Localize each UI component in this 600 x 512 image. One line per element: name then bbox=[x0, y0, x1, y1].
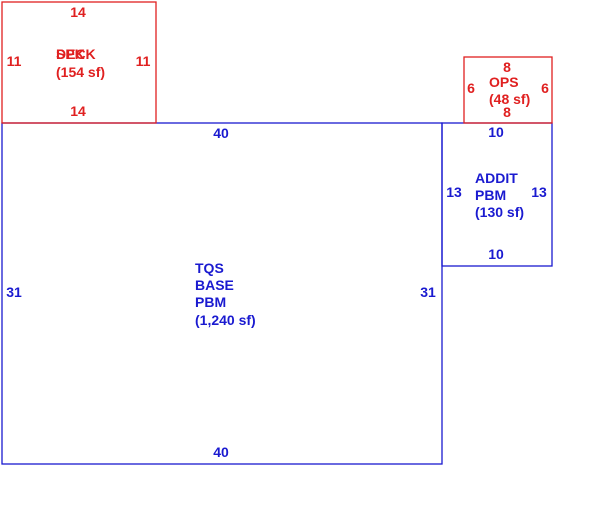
ops-area-label: (48 sf) bbox=[489, 91, 530, 107]
deck-bottom-dimension: 14 bbox=[70, 103, 86, 119]
base-bottom-dimension: 40 bbox=[213, 444, 229, 460]
addit-area-label: (130 sf) bbox=[475, 204, 524, 220]
deck-label-overlap-a: DECK bbox=[56, 46, 96, 62]
addit-label-line2: PBM bbox=[475, 187, 506, 203]
base-label-line2: BASE bbox=[195, 277, 234, 293]
ops-right-dimension: 6 bbox=[541, 80, 549, 96]
deck-label-overlap-b: SPK bbox=[56, 46, 85, 62]
base-area-label: (1,240 sf) bbox=[195, 312, 256, 328]
addit-bottom-dimension: 10 bbox=[488, 246, 504, 262]
addit-right-dimension: 13 bbox=[531, 184, 547, 200]
deck-outline bbox=[1, 1, 157, 124]
addit-top-dimension: 10 bbox=[488, 124, 504, 140]
deck-left-dimension: 11 bbox=[7, 53, 22, 69]
ops-bottom-dimension: 8 bbox=[503, 104, 511, 120]
ops-outline bbox=[463, 56, 553, 124]
ops-label: OPS bbox=[489, 74, 519, 90]
base-label-line1: TQS bbox=[195, 260, 224, 276]
addit-left-dimension: 13 bbox=[446, 184, 462, 200]
ops-left-dimension: 6 bbox=[467, 80, 475, 96]
base-top-dimension: 40 bbox=[213, 125, 229, 141]
base-area: 40 40 31 31 TQS BASE PBM (1,240 sf) bbox=[1, 122, 443, 465]
base-left-dimension: 31 bbox=[6, 284, 22, 300]
base-right-dimension: 31 bbox=[420, 284, 436, 300]
base-label-line3: PBM bbox=[195, 294, 226, 310]
deck-area: 14 14 11 11 DECK SPK (154 sf) bbox=[1, 1, 157, 124]
deck-right-dimension: 11 bbox=[136, 53, 151, 69]
deck-top-dimension: 14 bbox=[70, 4, 86, 20]
addit-area: 10 10 13 13 ADDIT PBM (130 sf) bbox=[441, 122, 553, 267]
addit-label-line1: ADDIT bbox=[475, 170, 518, 186]
deck-area-label: (154 sf) bbox=[56, 64, 105, 80]
base-outline bbox=[1, 122, 443, 465]
ops-area: 8 8 6 6 OPS (48 sf) bbox=[463, 56, 553, 124]
ops-top-dimension: 8 bbox=[503, 59, 511, 75]
